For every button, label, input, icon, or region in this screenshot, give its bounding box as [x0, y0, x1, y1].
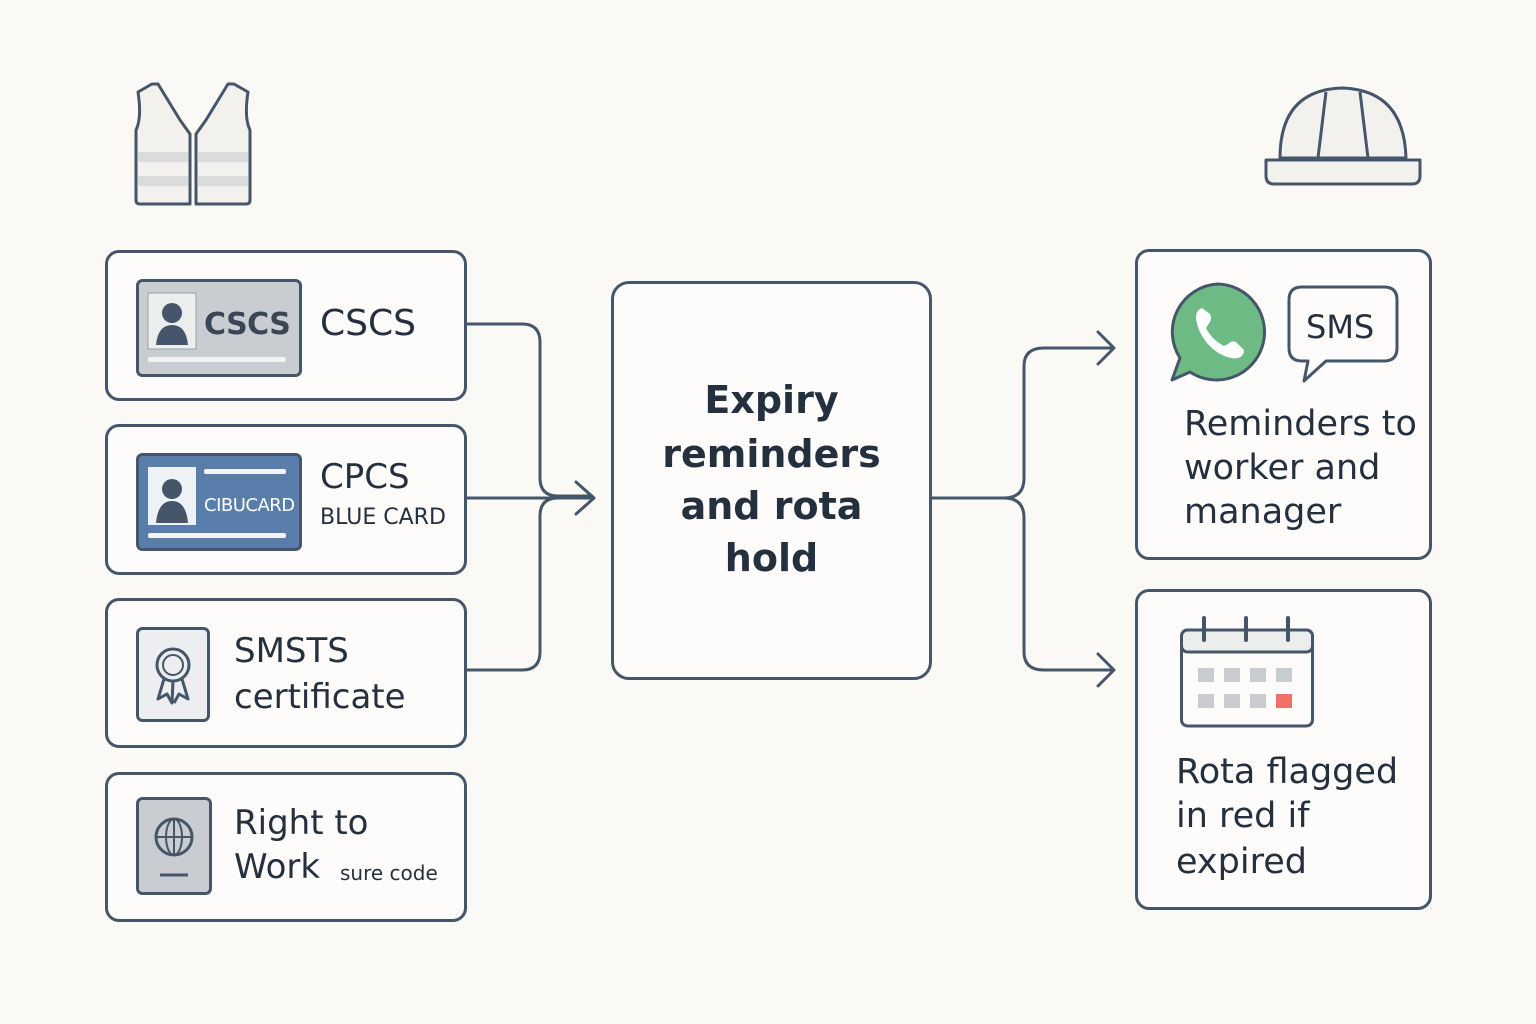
expiry-process-box: Expiry reminders and rota hold	[611, 281, 932, 680]
process-line-2: reminders	[662, 432, 881, 476]
arrowhead-rota	[1096, 652, 1116, 688]
right-to-work-sublabel: Work	[234, 847, 321, 887]
cpcs-sublabel: BLUE CARD	[320, 505, 446, 530]
sms-bubble-icon	[1287, 285, 1399, 383]
rota-line-2: in red if	[1176, 796, 1310, 836]
smsts-certificate-box: SMSTS certificate	[105, 598, 467, 748]
rota-line-3: expired	[1176, 842, 1307, 882]
passport-icon	[136, 797, 212, 895]
cpcs-card-icon	[136, 453, 302, 551]
whatsapp-icon	[1170, 282, 1266, 382]
connector-smsts	[464, 496, 560, 672]
process-line-3: and rota	[680, 484, 863, 528]
connector-cscs	[464, 322, 594, 498]
smsts-sublabel: certificate	[234, 677, 406, 717]
right-to-work-label: Right to	[234, 803, 369, 843]
reminders-line-1: Reminders to	[1184, 404, 1417, 444]
cpcs-card-box: CIBUCARD CPCS BLUE CARD	[105, 424, 467, 575]
cscs-card-box: CSCS CSCS	[105, 250, 467, 401]
cpcs-card-badge: CIBUCARD	[204, 495, 295, 516]
reminders-line-2: worker and	[1184, 448, 1381, 488]
cscs-card-badge: CSCS	[204, 307, 291, 342]
hard-hat-icon	[1264, 86, 1422, 186]
calendar-icon	[1180, 616, 1314, 728]
expired-day-marker	[1276, 694, 1292, 708]
rota-line-1: Rota flagged	[1176, 752, 1399, 792]
process-line-1: Expiry	[704, 378, 839, 422]
connector-process-out-lower	[1002, 496, 1114, 672]
certificate-icon	[136, 627, 210, 722]
cscs-card-icon	[136, 279, 302, 377]
cpcs-label: CPCS	[320, 457, 410, 497]
arrowhead-reminders	[1096, 330, 1116, 366]
hi-vis-vest-icon	[134, 82, 252, 206]
process-line-4: hold	[724, 536, 819, 580]
arrowhead-process-in	[574, 480, 596, 516]
cscs-label: CSCS	[320, 303, 416, 344]
right-to-work-suffix: sure code	[340, 861, 438, 885]
reminders-line-3: manager	[1184, 492, 1342, 532]
reminders-output-box: SMS Reminders to worker and manager	[1135, 249, 1432, 560]
sms-label: SMS	[1306, 308, 1375, 346]
right-to-work-box: Right to Work sure code	[105, 772, 467, 922]
rota-output-box: Rota flagged in red if expired	[1135, 589, 1432, 910]
connector-process-out	[930, 346, 1114, 500]
smsts-label: SMSTS	[234, 631, 349, 671]
